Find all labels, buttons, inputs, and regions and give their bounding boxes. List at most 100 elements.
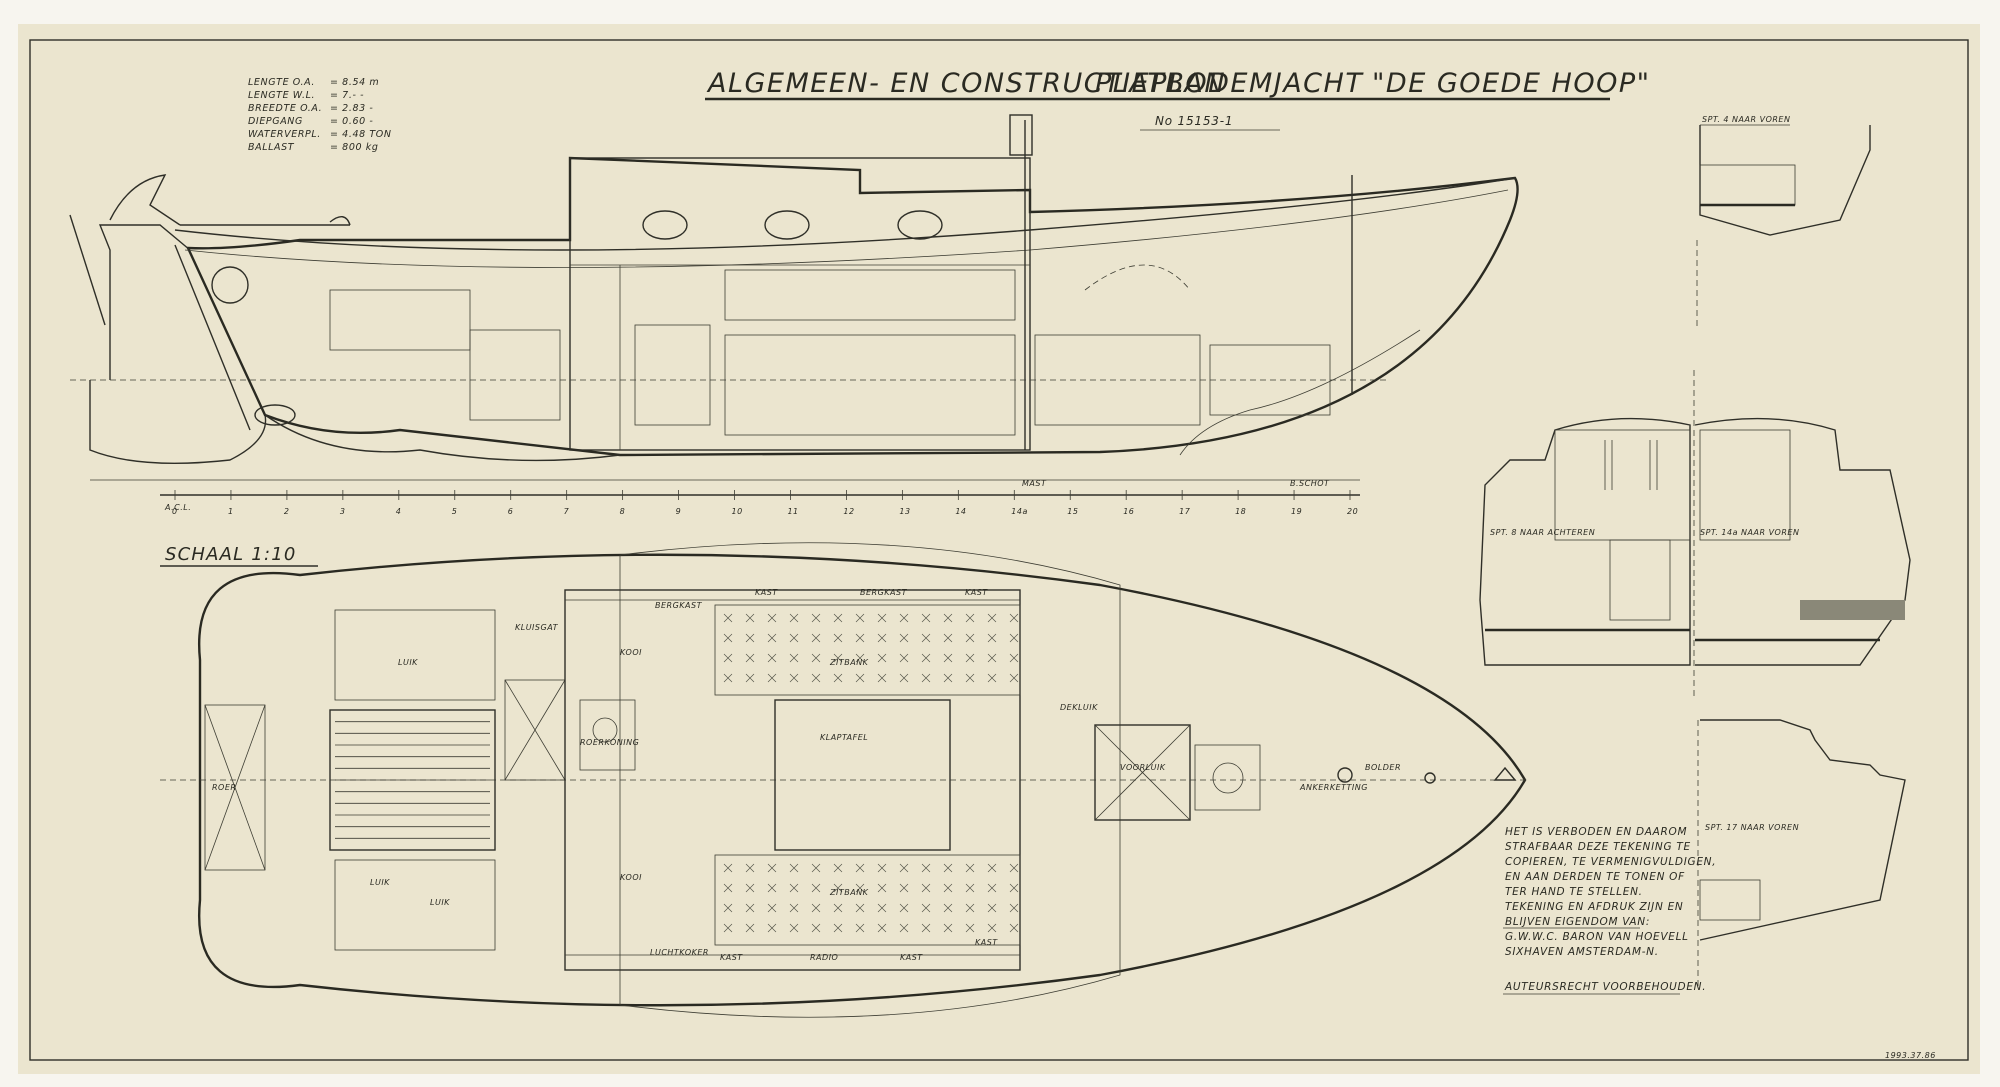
cushion-mark xyxy=(767,903,777,913)
cushion-mark xyxy=(855,653,865,663)
station-label: 20 xyxy=(1347,507,1358,516)
section-label: SPT. 17 NAAR VOREN xyxy=(1705,823,1799,832)
spec-label: BREEDTE O.A. xyxy=(248,103,322,114)
cushion-mark xyxy=(921,613,931,623)
station-label: 10 xyxy=(732,507,743,516)
cushion-mark xyxy=(987,633,997,643)
cushion-mark xyxy=(987,653,997,663)
drawing-border xyxy=(29,39,1969,1061)
cabin-roof-outline xyxy=(619,542,1121,1018)
notice-line: BLIJVEN EIGENDOM VAN: xyxy=(1505,916,1650,928)
cushion-mark xyxy=(745,653,755,663)
section-cabin xyxy=(1699,429,1791,541)
cushion-mark xyxy=(943,613,953,623)
cushion-mark xyxy=(745,883,755,893)
cushion-mark xyxy=(745,863,755,873)
bolder-label: BOLDER xyxy=(1365,763,1401,772)
engine-block xyxy=(469,329,561,421)
station-label: 5 xyxy=(452,507,458,516)
station-label: 8 xyxy=(620,507,626,516)
sheer-line xyxy=(174,177,1516,251)
notice-line: COPIEREN, TE VERMENIGVULDIGEN, xyxy=(1505,856,1716,868)
dekluik-label: DEKLUIK xyxy=(1060,703,1098,712)
zitbank-label: ZITBANK xyxy=(829,658,869,667)
cushion-mark xyxy=(767,613,777,623)
cushion-mark xyxy=(745,923,755,933)
hatch-arc xyxy=(1084,264,1191,291)
steering-wheel-icon xyxy=(211,266,249,304)
vent-louvres xyxy=(1604,440,1658,490)
scale-label: SCHAAL 1:10 xyxy=(165,544,297,565)
spec-label: DIEPGANG xyxy=(248,116,303,127)
spec-value: = 0.60 - xyxy=(330,116,373,127)
section-step xyxy=(1609,539,1671,621)
luik-bottom xyxy=(334,859,496,951)
klaptafel-outline xyxy=(774,699,951,851)
cushion-mark xyxy=(943,903,953,913)
cushion-mark xyxy=(789,653,799,663)
cockpit-floor xyxy=(329,709,496,851)
cushion-mark xyxy=(943,883,953,893)
spec-label: LENGTE O.A. xyxy=(248,77,315,88)
voorluik-label: VOORLUIK xyxy=(1120,763,1166,772)
luchtkoker-label: LUCHTKOKER xyxy=(650,948,709,957)
cushion-mark xyxy=(921,673,931,683)
cushion-mark xyxy=(767,863,777,873)
rudder-box xyxy=(204,704,266,871)
cushion-mark xyxy=(921,923,931,933)
cushion-mark xyxy=(855,613,865,623)
station-end-label: B.SCHOT xyxy=(1290,479,1330,488)
station-label: 1 xyxy=(228,507,234,516)
kast-label: KAST xyxy=(755,588,778,597)
cushion-mark xyxy=(723,633,733,643)
kast-label: KAST xyxy=(965,588,988,597)
station-label: 19 xyxy=(1291,507,1302,516)
cushion-mark xyxy=(987,613,997,623)
station-label: 12 xyxy=(843,507,854,516)
cushion-mark xyxy=(811,883,821,893)
cabin-plan xyxy=(564,589,1021,971)
cupboard xyxy=(634,324,711,426)
station-label: 7 xyxy=(564,507,570,516)
cushion-mark xyxy=(723,863,733,873)
cushion-mark xyxy=(833,633,843,643)
spec-label: WATERVERPL. xyxy=(248,129,321,140)
cushion-mark xyxy=(1009,863,1019,873)
bolder-icon xyxy=(1337,767,1353,783)
kluisgat-label: KLUISGAT xyxy=(515,623,559,632)
cushion-mark xyxy=(855,863,865,873)
cushion-mark xyxy=(943,653,953,663)
section-spt4: SPT. 4 NAAR VOREN xyxy=(1696,115,1871,330)
cushion-mark xyxy=(855,883,865,893)
station-label: 2 xyxy=(284,507,290,516)
cushion-mark xyxy=(921,653,931,663)
cushion-mark xyxy=(877,613,887,623)
cushion-mark xyxy=(767,653,777,663)
kooi-label: KOOI xyxy=(620,873,642,882)
propeller-icon xyxy=(254,404,296,426)
rail-hook xyxy=(329,216,351,226)
cushion-mark xyxy=(1009,903,1019,913)
cushion-mark xyxy=(987,863,997,873)
section-spt14a: SPT. 14a NAAR VOREN xyxy=(1693,370,1911,700)
station-label: 0 xyxy=(172,507,178,516)
cushion-mark xyxy=(899,883,909,893)
mast-top xyxy=(1009,114,1033,156)
notice-line: EN AAN DERDEN TE TONEN OF xyxy=(1505,871,1685,883)
cushion-mark xyxy=(965,673,975,683)
cushion-mark xyxy=(855,903,865,913)
sink-unit xyxy=(579,699,636,771)
plan-view: BERGKAST KAST BERGKAST KAST KAST RADIO K… xyxy=(160,542,1530,1018)
section-spt17: SPT. 17 NAAR VOREN xyxy=(1697,719,1906,990)
section-outline xyxy=(1699,719,1906,941)
cushion-mark xyxy=(943,863,953,873)
cabin-structure xyxy=(569,157,1031,451)
cushion-mark xyxy=(899,673,909,683)
cushion-mark xyxy=(1009,883,1019,893)
cushion-mark xyxy=(789,923,799,933)
drawing-number: No 15153-1 xyxy=(1155,114,1233,128)
bergkast-label: BERGKAST xyxy=(655,601,703,610)
cushion-mark xyxy=(767,923,777,933)
